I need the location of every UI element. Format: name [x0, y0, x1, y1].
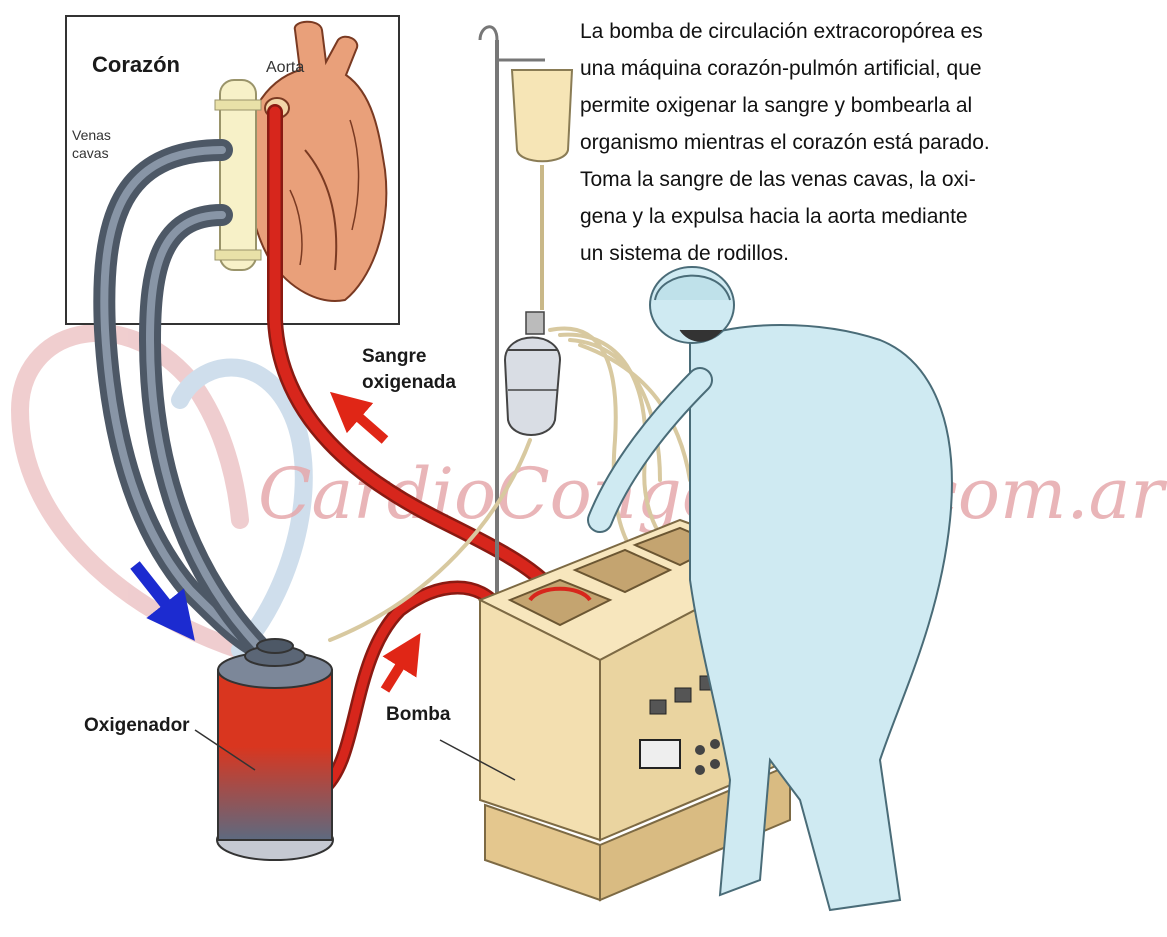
oxygenator: [217, 639, 333, 860]
label-sangre-line1: Sangre: [362, 346, 426, 367]
description-line-4: organismo mientras el corazón está parad…: [580, 131, 990, 154]
label-venas-line1: Venas: [72, 127, 111, 143]
pump-flow-arrow: [385, 650, 410, 690]
description-line-1: La bomba de circulación extracoropórea e…: [580, 20, 983, 43]
description-line-3: permite oxigenar la sangre y bombearla a…: [580, 94, 972, 117]
description-line-5: Toma la sangre de las venas cavas, la ox…: [580, 168, 976, 191]
oxygenator-to-pump-line: [322, 588, 500, 791]
label-bomba: Bomba: [386, 704, 451, 725]
vena-cava-tube: [215, 80, 261, 270]
label-venas-line2: cavas: [72, 145, 109, 161]
arterial-flow-arrow: [345, 405, 385, 440]
description-line-6: gena y la expulsa hacia la aorta mediant…: [580, 205, 968, 228]
label-sangre-line2: oxigenada: [362, 372, 456, 393]
description-text: La bomba de circulación extracoropórea e…: [580, 20, 990, 265]
label-corazon: Corazón: [92, 52, 180, 77]
label-aorta: Aorta: [266, 59, 304, 76]
label-oxigenador: Oxigenador: [84, 715, 190, 736]
description-line-7: un sistema de rodillos.: [580, 242, 789, 265]
description-line-2: una máquina corazón-pulmón artificial, q…: [580, 57, 982, 80]
iv-bag: [512, 70, 572, 310]
